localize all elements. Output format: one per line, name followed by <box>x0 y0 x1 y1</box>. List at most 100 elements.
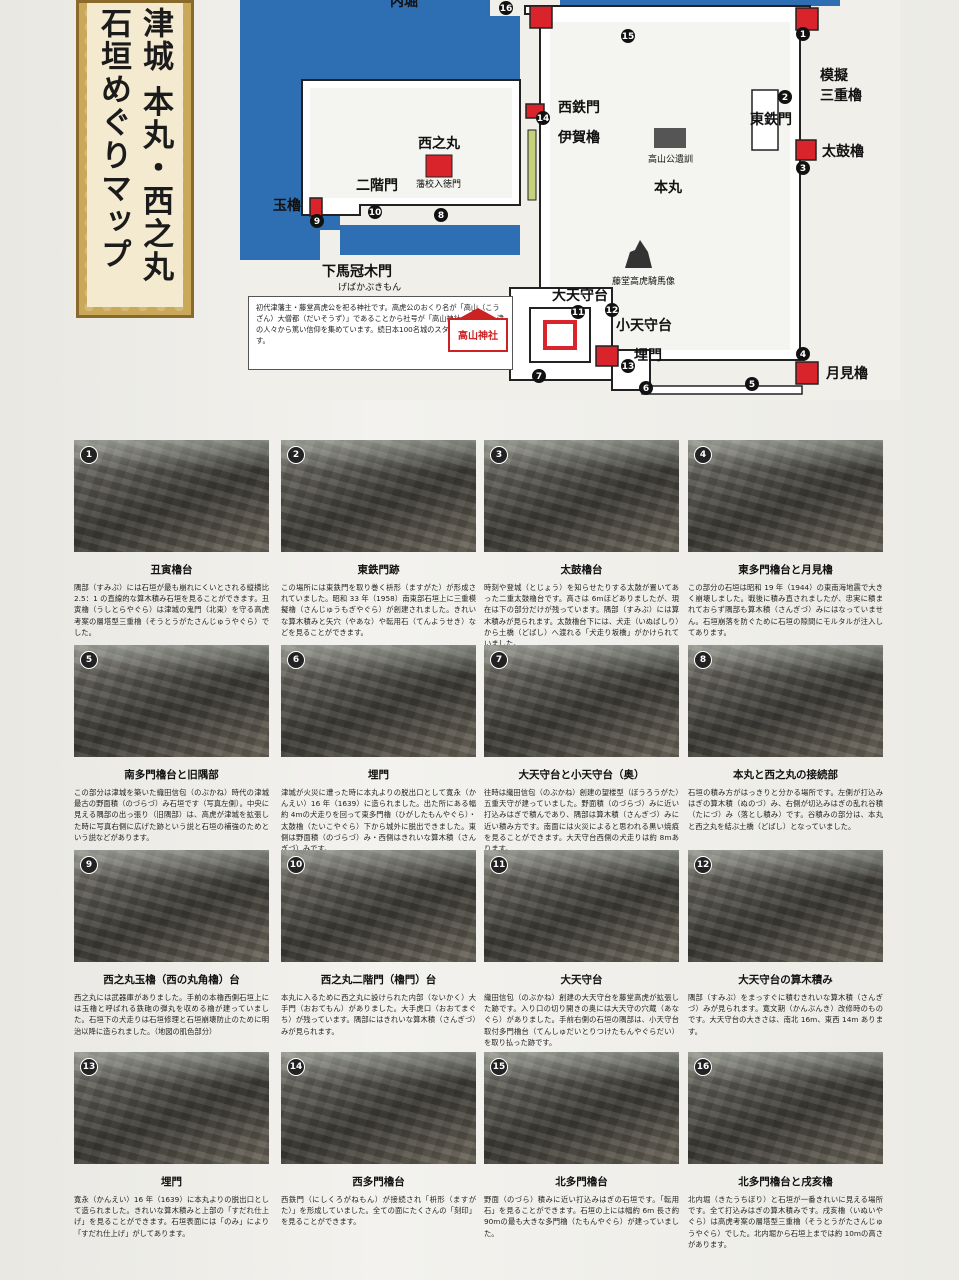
spot-description: 本丸に入るために西之丸に設けられた内部（ないかく）大手門（おおてもん）がありまし… <box>281 993 476 1036</box>
spot-photo: 5 <box>74 645 269 757</box>
title-line-2: 石垣めぐりマップ <box>95 7 131 271</box>
svg-text:2: 2 <box>782 93 788 103</box>
map-marker-13[interactable]: 13 <box>621 359 635 373</box>
map-marker-10[interactable]: 10 <box>368 205 382 219</box>
label-honmaru: 本丸 <box>654 179 683 196</box>
label-tsukimiyagura: 月見櫓 <box>825 365 868 382</box>
spot-title: 東鉄門跡 <box>357 564 400 576</box>
hanko-gate-icon <box>425 154 453 178</box>
spot-card-11: 11 大天守台 織田信包（のぶかね）創建の大天守台を藤堂高虎が拡張した跡です。入… <box>484 850 679 1048</box>
spot-description: 西之丸には武器庫がありました。手前の本櫓西側石垣上には玉櫓と呼ばれる鉄砲の弾丸を… <box>74 993 269 1036</box>
spot-photo: 7 <box>484 645 679 757</box>
spot-number: 6 <box>287 651 305 669</box>
spot-photo: 4 <box>688 440 883 552</box>
title-inner: 津城 本丸・西之丸 石垣めぐりマップ <box>87 3 183 307</box>
svg-text:4: 4 <box>800 350 806 360</box>
spot-description: 往時は織田信包（のぶかね）創建の望楼型（ぼうろうがた）五重天守が建っていました。… <box>484 788 679 854</box>
spot-number: 11 <box>490 856 508 874</box>
map-marker-4[interactable]: 4 <box>796 347 810 361</box>
svg-text:14: 14 <box>537 114 550 124</box>
svg-text:11: 11 <box>572 308 585 318</box>
spot-number: 12 <box>694 856 712 874</box>
spot-card-3: 3 太鼓櫓台 時刻や登城（とじょう）を知らせたりする太鼓が置いてあった二重太鼓櫓… <box>484 440 679 649</box>
spot-description: 津城が火災に遭った時に本丸よりの脱出口として寛永（かんえい）16 年（1639）… <box>281 788 476 854</box>
spot-title: 北多門櫓台 <box>555 1176 608 1188</box>
label-daitenshudai: 大天守台 <box>552 287 608 304</box>
svg-text:3: 3 <box>800 164 806 174</box>
map-marker-1[interactable]: 1 <box>796 27 810 41</box>
map-marker-11[interactable]: 11 <box>571 305 585 319</box>
map-marker-6[interactable]: 6 <box>639 381 653 395</box>
horse-statue-icon <box>625 240 652 268</box>
spot-photo: 8 <box>688 645 883 757</box>
spot-photo: 11 <box>484 850 679 962</box>
map-marker-2[interactable]: 2 <box>778 90 792 104</box>
tower-shotenshu <box>595 345 619 367</box>
daitenshudai-mark <box>543 320 577 350</box>
spot-card-14: 14 西多門櫓台 西鉄門（にしくろがねもん）が接続され「枡形（ますがた）」を形成… <box>281 1052 476 1228</box>
spot-title: 大天守台と小天守台（奥） <box>518 769 645 781</box>
spot-description: 北内堀（きたうちぼり）と石垣が一番きれいに見える場所です。全て打込みはぎの算木積… <box>688 1195 883 1249</box>
label-mogi: 模擬 <box>820 67 849 84</box>
map-marker-12[interactable]: 12 <box>605 303 619 317</box>
spot-photo: 10 <box>281 850 476 962</box>
spot-card-8: 8 本丸と西之丸の接続部 石垣の積み方がはっきりと分かる場所です。左側が打込みは… <box>688 645 883 832</box>
map-marker-9[interactable]: 9 <box>310 214 324 228</box>
spot-photo: 3 <box>484 440 679 552</box>
svg-text:16: 16 <box>500 4 513 14</box>
spot-title: 埋門 <box>368 769 389 781</box>
spot-description: この場所には東鉄門を取り巻く枡形（ますがた）が形成されていました。昭和 33 年… <box>281 583 476 637</box>
map-marker-14[interactable]: 14 <box>536 111 550 125</box>
spot-description: 隅部（すみぶ）には石垣が最も崩れにくいとされる縦横比 2.5：1 の直線的な算木… <box>74 583 269 637</box>
map-marker-5[interactable]: 5 <box>745 377 759 391</box>
svg-text:7: 7 <box>536 372 542 382</box>
spot-title: 本丸と西之丸の接続部 <box>733 769 838 781</box>
spot-number: 16 <box>694 1058 712 1076</box>
spot-title: 南多門櫓台と旧隅部 <box>124 769 219 781</box>
spot-card-6: 6 埋門 津城が火災に遭った時に本丸よりの脱出口として寛永（かんえい）16 年（… <box>281 645 476 854</box>
map-marker-7[interactable]: 7 <box>532 369 546 383</box>
spot-photo: 15 <box>484 1052 679 1164</box>
spot-description: この部分は津城を築いた織田信包（のぶかね）時代の津城最古の野面積（のづらづ）み石… <box>74 788 269 842</box>
spot-card-13: 13 埋門 寛永（かんえい）16 年（1639）に本丸よりの脱出口として造られま… <box>74 1052 269 1239</box>
svg-text:8: 8 <box>438 211 444 221</box>
map-marker-8[interactable]: 8 <box>434 208 448 222</box>
spot-description: 隅部（すみぶ）をまっすぐに積むきれいな算木積（さんぎづ）みが見られます。寛文期（… <box>688 993 883 1036</box>
spot-card-5: 5 南多門櫓台と旧隅部 この部分は津城を築いた織田信包（のぶかね）時代の津城最古… <box>74 645 269 843</box>
spot-number: 8 <box>694 651 712 669</box>
map-marker-15[interactable]: 15 <box>621 29 635 43</box>
svg-text:15: 15 <box>622 32 635 42</box>
spot-card-4: 4 東多門櫓台と月見櫓 この部分の石垣は昭和 19 年（1944）の東南海地震で… <box>688 440 883 638</box>
moat-north <box>560 0 840 6</box>
map-marker-16[interactable]: 16 <box>499 1 513 15</box>
spot-number: 5 <box>80 651 98 669</box>
spot-title: 西多門櫓台 <box>352 1176 405 1188</box>
spot-description: 寛永（かんえい）16 年（1639）に本丸よりの脱出口として造られました。きれい… <box>74 1195 269 1238</box>
spot-number: 9 <box>80 856 98 874</box>
spot-title: 太鼓櫓台 <box>560 564 603 576</box>
spot-photo: 1 <box>74 440 269 552</box>
spot-description: 織田信包（のぶかね）創建の大天守台を藤堂高虎が拡張した跡です。入り口の切り開きの… <box>484 993 679 1047</box>
label-taikoyagura: 太鼓櫓 <box>822 143 864 160</box>
tower-taiko <box>795 139 817 161</box>
spot-description: 野面（のづら）積みに近い打込みはぎの石垣です。「転用石」を見ることができます。石… <box>484 1195 679 1238</box>
svg-text:10: 10 <box>369 208 382 218</box>
spot-description: 西鉄門（にしくろがねもん）が接続され「枡形（ますがた）」を形成していました。全て… <box>281 1195 476 1227</box>
spot-card-7: 7 大天守台と小天守台（奥） 往時は織田信包（のぶかね）創建の望楼型（ぼうろうが… <box>484 645 679 854</box>
spot-number: 1 <box>80 446 98 464</box>
higashi-gate-stairs <box>751 89 779 151</box>
spot-title: 東多門櫓台と月見櫓 <box>738 564 833 576</box>
spot-number: 14 <box>287 1058 305 1076</box>
spot-description: 石垣の積み方がはっきりと分かる場所です。左側が打込みはぎの算木積（ぬのづ）み、右… <box>688 788 883 831</box>
label-higashiganemon: 東鉄門 <box>750 111 792 128</box>
spot-card-10: 10 西之丸二階門（櫓門）台 本丸に入るために西之丸に設けられた内部（ないかく）… <box>281 850 476 1037</box>
tower-inui <box>529 5 553 29</box>
spot-description: この部分の石垣は昭和 19 年（1944）の東南海地震で大きく崩壊しました。戦後… <box>688 583 883 637</box>
tower-tsukimi <box>795 361 819 385</box>
spot-number: 15 <box>490 1058 508 1076</box>
spot-number: 3 <box>490 446 508 464</box>
map-marker-3[interactable]: 3 <box>796 161 810 175</box>
title-line-1: 津城 本丸・西之丸 <box>137 7 173 284</box>
svg-text:5: 5 <box>749 380 755 390</box>
spot-title: 丑寅櫓台 <box>150 564 193 576</box>
